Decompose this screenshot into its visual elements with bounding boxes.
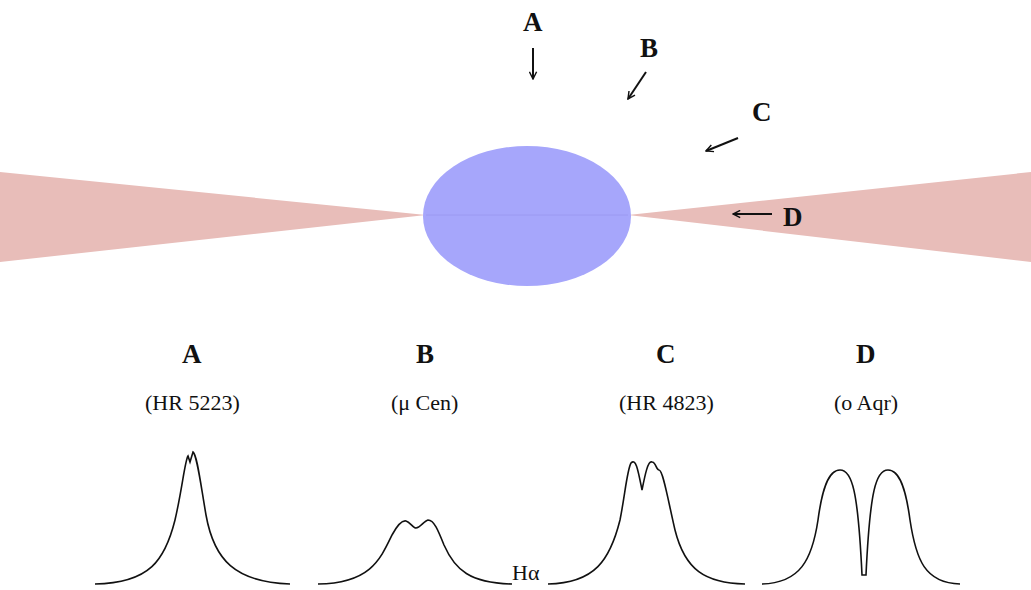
view-letter: B [640, 35, 658, 62]
star-name: (o Aqr) [834, 392, 898, 414]
profile-letter: C [656, 341, 676, 368]
profile-letter: D [856, 341, 876, 368]
view-letter: A [523, 9, 543, 36]
profile-letter: B [416, 341, 434, 368]
disk-left [0, 172, 426, 262]
view-letter: C [752, 99, 772, 126]
star [423, 146, 631, 286]
disk-right [628, 172, 1031, 262]
line-name: Hα [512, 562, 539, 584]
equator [426, 215, 628, 216]
view-letter: D [783, 204, 803, 231]
star-name: (HR 5223) [145, 392, 240, 414]
profile-letter: A [182, 341, 202, 368]
star-name: (HR 4823) [619, 392, 714, 414]
star-name: (μ Cen) [391, 392, 458, 414]
view-arrows [533, 48, 772, 214]
h-alpha-profiles [95, 452, 960, 584]
